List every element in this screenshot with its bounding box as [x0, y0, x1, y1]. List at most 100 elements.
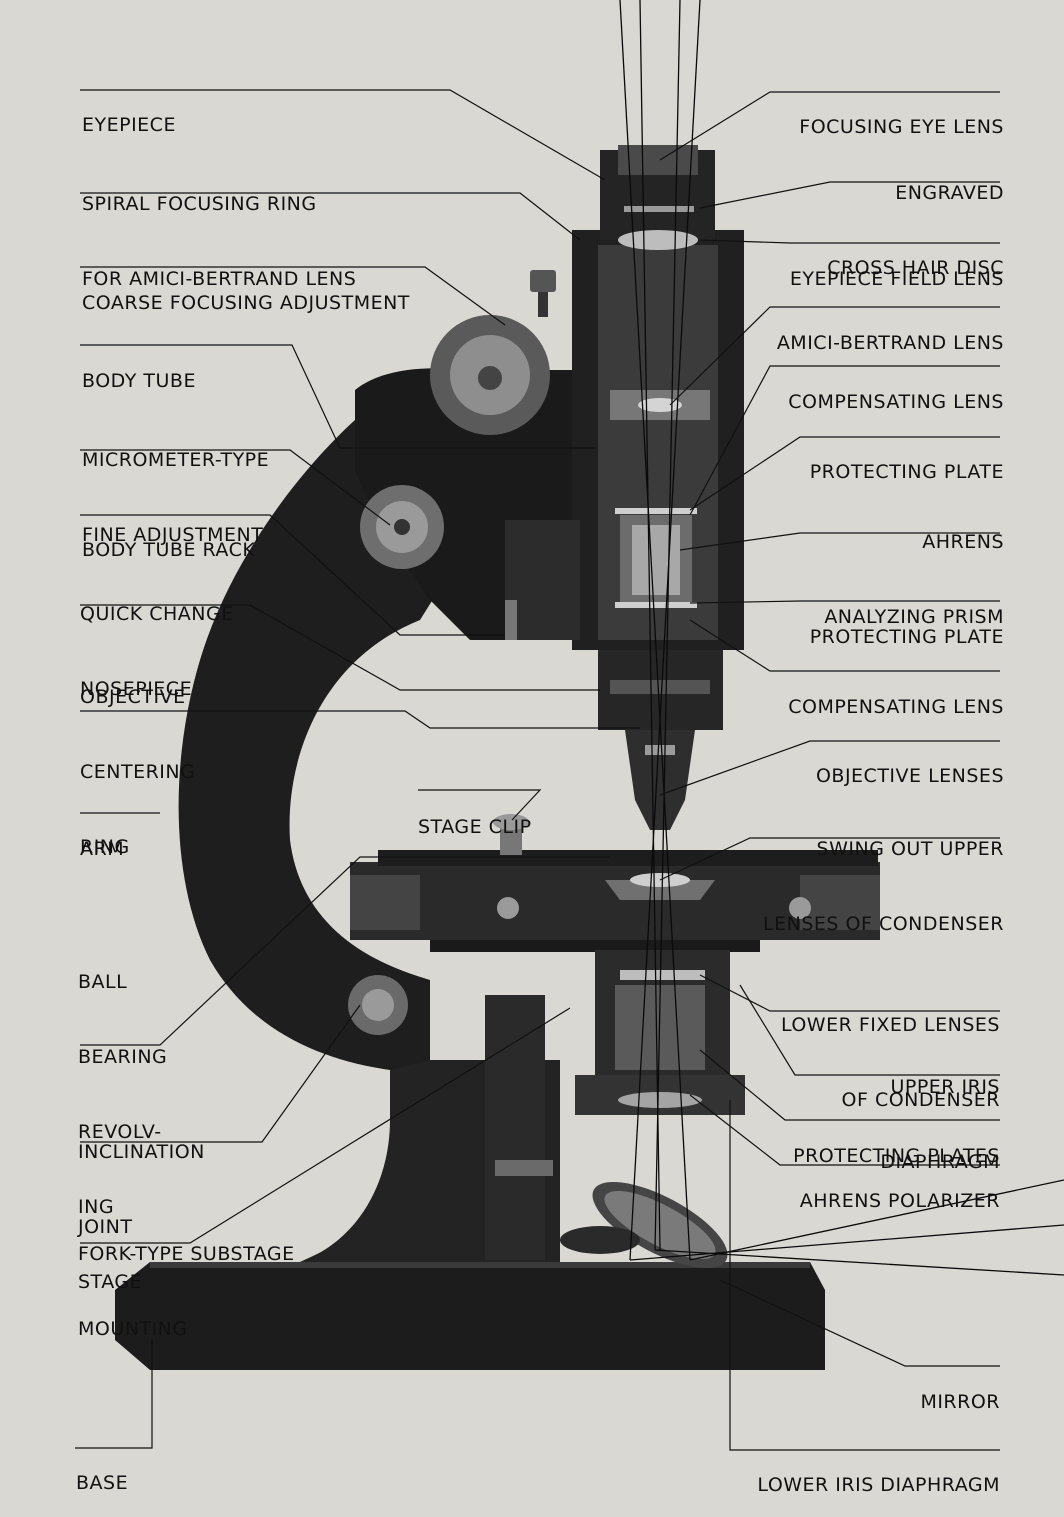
objective — [625, 730, 695, 830]
eyepiece-cap — [618, 145, 698, 175]
label-line: BODY TUBE — [82, 370, 196, 392]
label-line: LOWER IRIS DIAPHRAGM — [757, 1474, 1000, 1496]
stage-clip-post — [500, 825, 522, 855]
label-line: ING — [78, 1196, 115, 1218]
label-line: OBJECTIVE LENSES — [815, 765, 1004, 787]
label-objective-centering-ring: OBJECTIVE CENTERING RING — [80, 635, 195, 910]
light-rays — [619, 0, 1064, 1276]
label-line: EYEPIECE — [82, 114, 176, 136]
label-inclination-joint: INCLINATION JOINT — [78, 1090, 205, 1290]
label-amici-bertrand-lens: AMICI-BERTRAND LENS — [777, 281, 1004, 406]
label-line: PROTECTING PLATE — [809, 461, 1004, 483]
ball-bearing-left — [497, 897, 519, 919]
coarse-focus-knob-center — [478, 366, 502, 390]
protecting-plate-bottom — [615, 602, 697, 608]
label-line: CROSS HAIR DISC — [827, 257, 1004, 279]
label-line: FORK-TYPE SUBSTAGE — [78, 1243, 295, 1265]
label-line: FINE ADJUSTMENT — [82, 524, 264, 546]
condenser-top — [605, 880, 715, 900]
label-upper-iris-diaphragm: UPPER IRIS DIAPHRAGM — [880, 1025, 1000, 1225]
label-line: AMICI-BERTRAND LENS — [776, 332, 1004, 354]
nosepiece-band — [610, 680, 710, 694]
label-objective-lenses: OBJECTIVE LENSES — [816, 714, 1004, 839]
mirror-mount-ring — [560, 1226, 640, 1254]
label-micrometer-fine-adjustment: MICROMETER-TYPE FINE ADJUSTMENT — [82, 398, 269, 598]
label-focusing-eye-lens: FOCUSING EYE LENS — [799, 65, 1004, 190]
label-line: COARSE FOCUSING ADJUSTMENT — [82, 292, 410, 314]
substage-fork — [485, 995, 545, 1260]
label-protecting-plate-lower: PROTECTING PLATE — [810, 575, 1004, 700]
label-line: AHRENS POLARIZER — [799, 1190, 1000, 1212]
label-line: FOR AMICI-BERTRAND LENS — [82, 268, 357, 290]
label-line: BALL — [78, 971, 128, 993]
label-line: COMPENSATING LENS — [788, 391, 1004, 413]
stage-clip-head — [493, 814, 529, 830]
label-engraved-cross-hair-disc: ENGRAVED CROSS HAIR DISC — [827, 131, 1004, 331]
fine-adjustment-knob-center — [394, 519, 410, 535]
label-line: LOWER FIXED LENSES — [780, 1014, 1000, 1036]
label-line: FOCUSING EYE LENS — [799, 116, 1004, 138]
label-line: ENGRAVED — [895, 182, 1004, 204]
label-line: OF CONDENSER — [841, 1089, 1000, 1111]
label-line: ANALYZING PRISM — [824, 606, 1004, 628]
polarizer-lens — [618, 1092, 702, 1108]
label-compensating-lens-lower: COMPENSATING LENS — [788, 645, 1004, 770]
base-top-highlight — [150, 1262, 810, 1268]
label-line: ARM — [80, 838, 125, 860]
rack-teeth — [505, 600, 517, 640]
microscope-base — [115, 1248, 825, 1370]
label-line: MICROMETER-TYPE — [82, 449, 270, 471]
label-fork-type-substage-mounting: FORK-TYPE SUBSTAGE MOUNTING — [78, 1192, 295, 1392]
left-leader-lines — [75, 89, 640, 1449]
label-line: NOSEPIECE — [80, 678, 193, 700]
label-lower-fixed-lenses: LOWER FIXED LENSES OF CONDENSER — [781, 963, 1000, 1163]
eye-lens — [618, 230, 698, 250]
label-protecting-plate-upper: PROTECTING PLATE — [810, 410, 1004, 535]
label-swing-out-upper-lenses: SWING OUT UPPER LENSES OF CONDENSER — [763, 787, 1004, 987]
label-lower-iris-diaphragm: LOWER IRIS DIAPHRAGM — [757, 1423, 1000, 1517]
amici-lens-glass — [638, 398, 682, 412]
label-ahrens-analyzing-prism: AHRENS ANALYZING PRISM — [824, 480, 1004, 680]
objective-lens-band — [645, 745, 675, 755]
label-base: BASE — [76, 1421, 128, 1517]
label-line: PROTECTING PLATES — [793, 1145, 1000, 1167]
stage-right-block — [800, 875, 880, 930]
label-spiral-focusing-ring: SPIRAL FOCUSING RING FOR AMICI-BERTRAND … — [82, 142, 356, 342]
label-mirror: MIRROR — [920, 1340, 1000, 1465]
label-line: JOINT — [78, 1216, 133, 1238]
label-line: SPIRAL FOCUSING RING — [82, 193, 317, 215]
label-line: EYEPIECE FIELD LENS — [789, 268, 1004, 290]
protecting-plate-top — [615, 508, 697, 514]
label-line: COMPENSATING LENS — [788, 696, 1004, 718]
label-line: CENTERING — [80, 761, 196, 783]
stage-left-block — [350, 875, 420, 930]
label-body-tube: BODY TUBE — [82, 319, 196, 444]
label-coarse-focusing-adjustment: COARSE FOCUSING ADJUSTMENT — [82, 241, 410, 366]
label-stage-clip: STAGE CLIP — [418, 765, 532, 890]
revolving-stage — [350, 862, 880, 940]
label-protecting-plates: PROTECTING PLATES — [793, 1094, 1000, 1219]
label-eyepiece: EYEPIECE — [82, 63, 176, 188]
label-line: DIAPHRAGM — [880, 1151, 1000, 1173]
label-quick-change-nosepiece: QUICK CHANGE NOSEPIECE — [80, 552, 234, 752]
label-line: RING — [80, 836, 130, 858]
label-ahrens-polarizer: AHRENS POLARIZER — [800, 1139, 1000, 1264]
label-line: STAGE — [78, 1271, 143, 1293]
right-leader-lines — [659, 91, 1000, 1451]
label-eyepiece-field-lens: EYEPIECE FIELD LENS — [790, 217, 1004, 342]
label-compensating-lens-upper: COMPENSATING LENS — [788, 340, 1004, 465]
inclination-joint-knob-inner — [362, 989, 394, 1021]
label-line: BASE — [76, 1472, 129, 1494]
label-line: REVOLV- — [78, 1121, 162, 1143]
top-screw-stem — [538, 292, 548, 317]
label-arm: ARM — [80, 787, 124, 912]
label-line: SWING OUT UPPER — [816, 838, 1004, 860]
label-line: MIRROR — [920, 1391, 1000, 1413]
label-line: LENSES OF CONDENSER — [763, 913, 1004, 935]
label-line: AHRENS — [922, 531, 1004, 553]
label-line: QUICK CHANGE — [80, 603, 234, 625]
cross-hair-disc — [624, 206, 694, 212]
top-screw — [530, 270, 556, 292]
label-line: PROTECTING PLATE — [809, 626, 1004, 648]
